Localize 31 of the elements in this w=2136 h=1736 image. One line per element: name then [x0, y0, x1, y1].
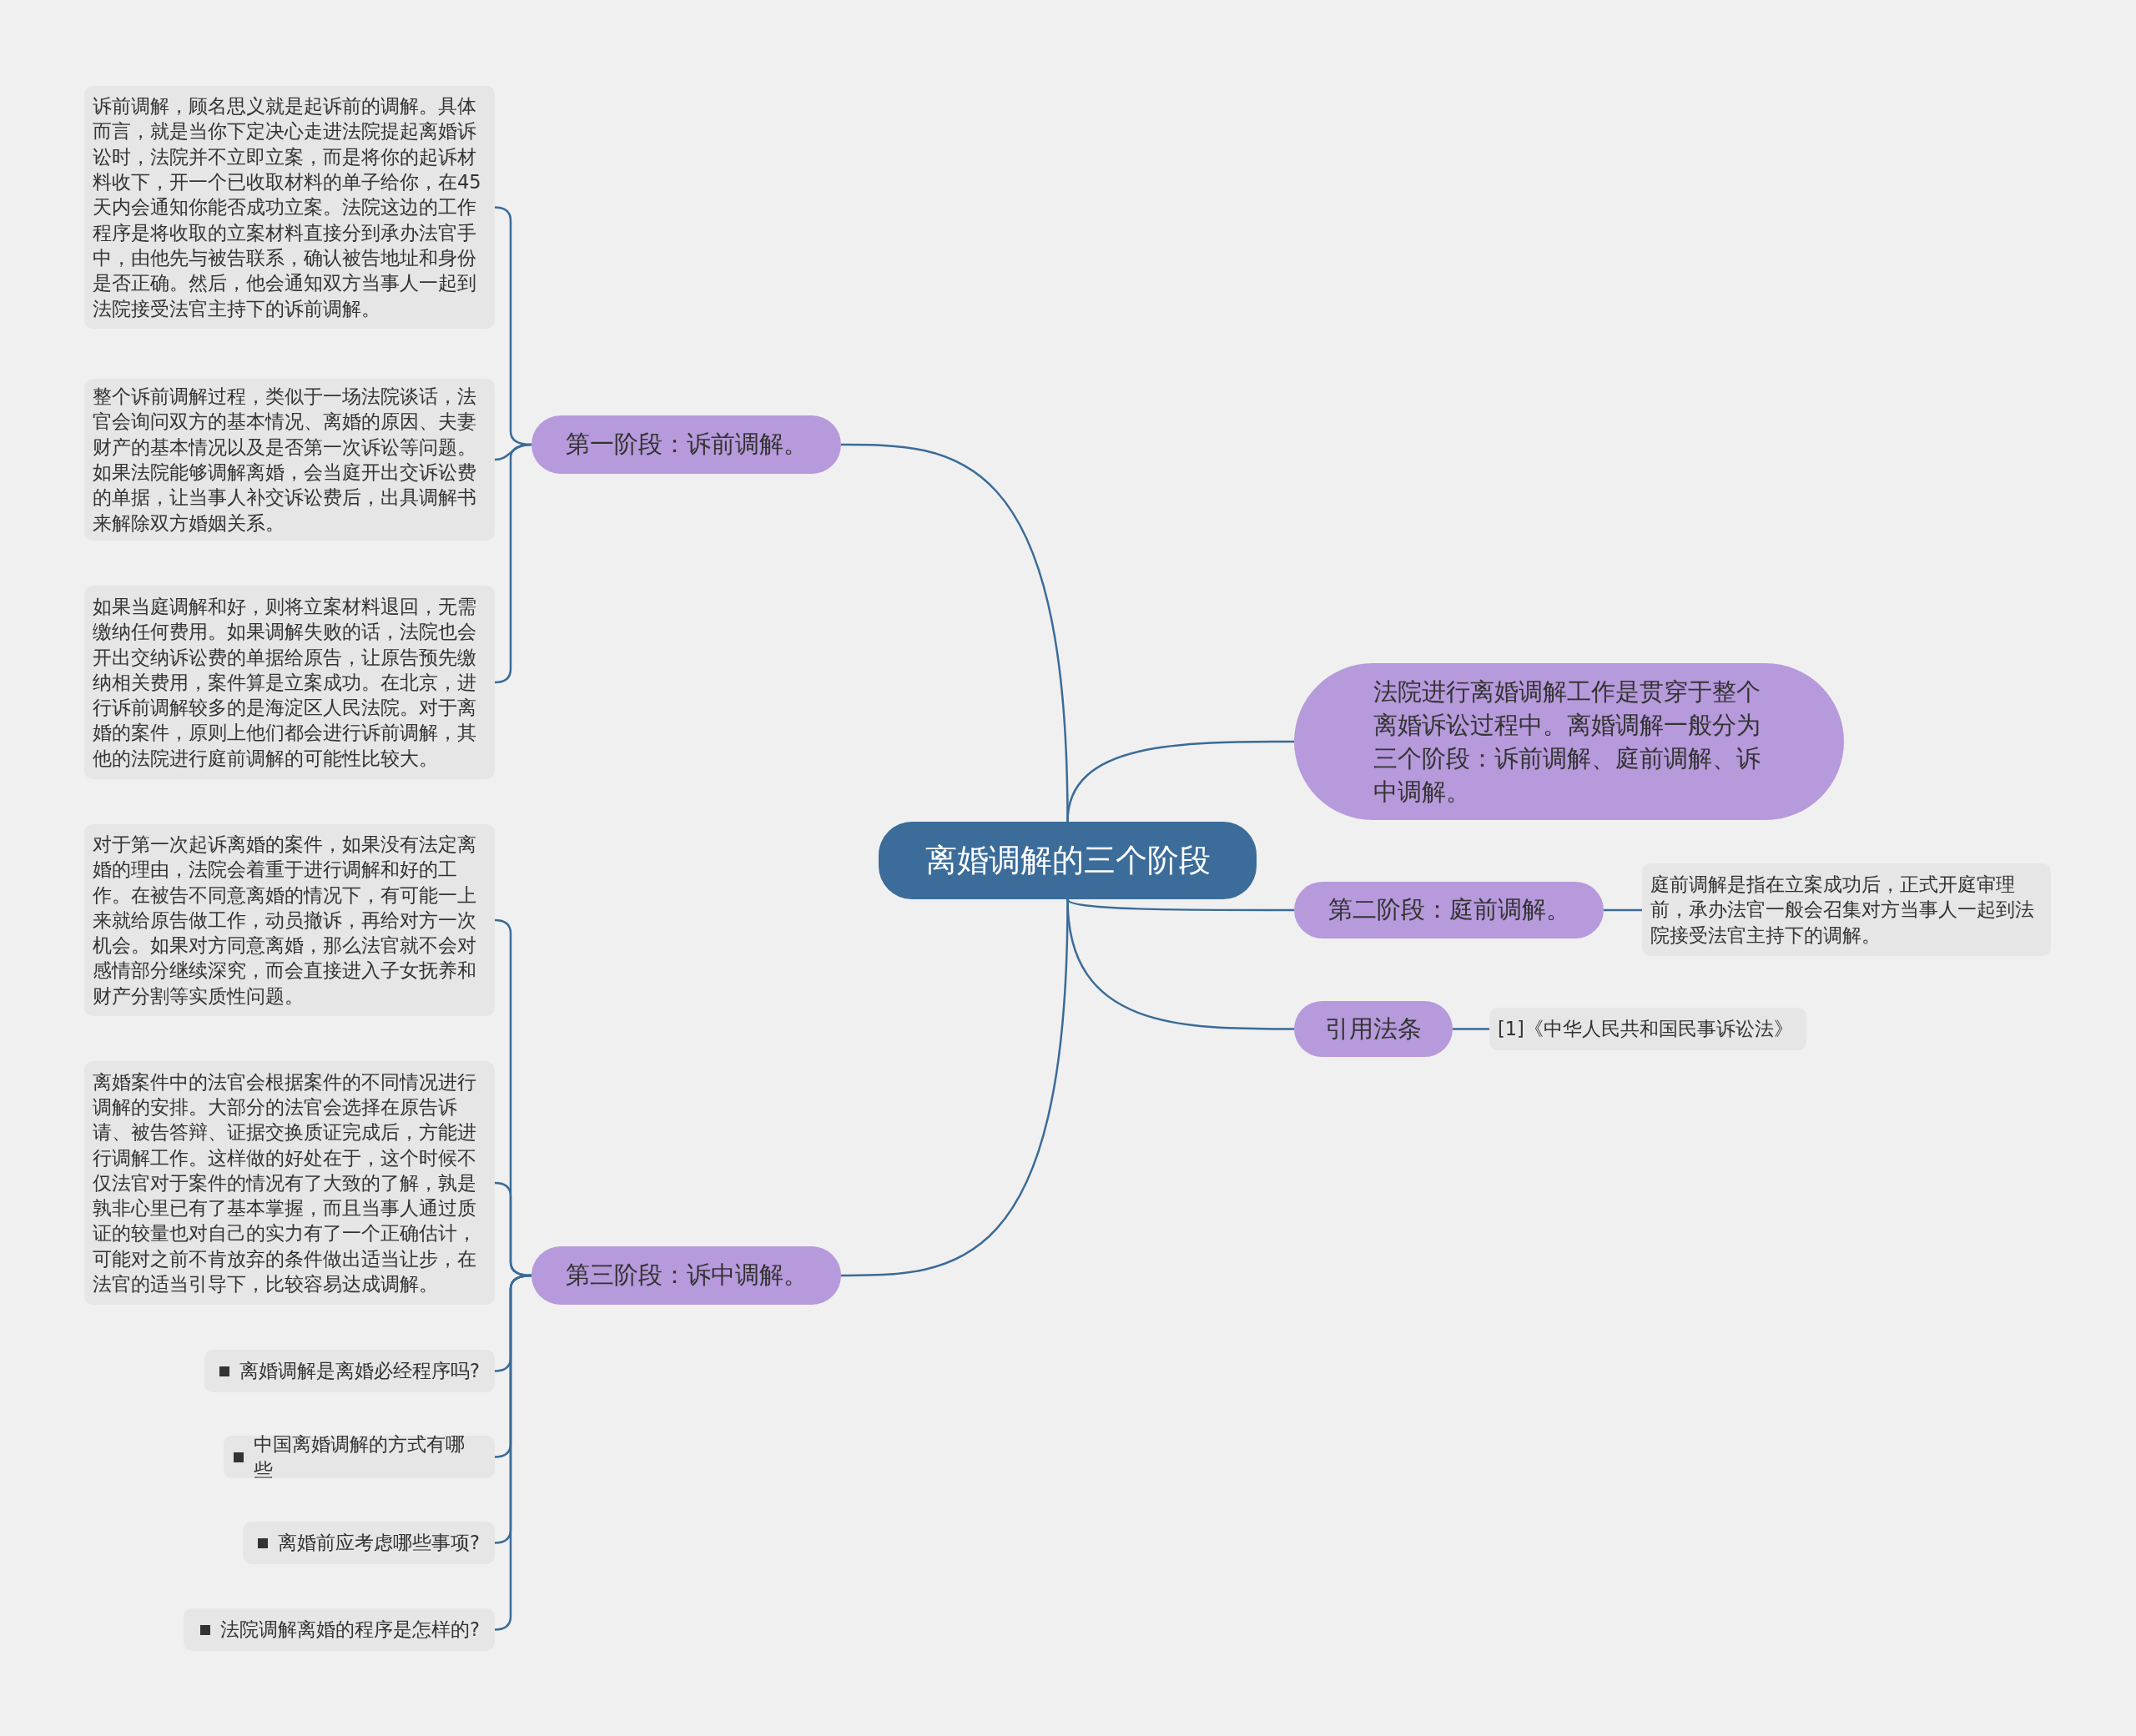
- item-text: 中国离婚调解的方式有哪些: [254, 1432, 466, 1482]
- connector-line: [1066, 898, 1294, 912]
- central-topic: [879, 822, 1257, 899]
- note-card: [1642, 863, 2051, 956]
- note-text: 对于第一次起诉离婚的案件，如果没有法定离婚的理由，法院会着重于进行调解和好的工作。在被告不同意离婚的情况下，有可能一上来就给原告做工作，动员撤诉，再给对方一次机会。如果对方同意离婚，那么法官就不会对感情部分继续深究，而会直接进入子女抚养和财产分割等实质性问题。: [93, 832, 477, 1009]
- topic-label: 引用法条: [1325, 1013, 1422, 1044]
- note-text: 离婚案件中的法官会根据案件的不同情况进行调解的安排。大部分的法官会选择在原告诉请、被告答辩、证据交换质证完成后，方能进行调解工作。这样做的好处在于，这个时候不仅法官对于案件的情况有了大致的了解，孰是孰非心里已有了基本掌握，而且当事人通过质证的较量也对自己的实力有了一个正确估计，可能对之前不肯放弃的条件做出适当让步，在法官的适当引导下，比较容易达成调解。: [93, 1069, 477, 1297]
- note-text: 庭前调解是指在立案成功后，正式开庭审理前，承办法官一般会召集对方当事人一起到法院接受法官主持下的调解。: [1650, 873, 2035, 948]
- connector-line: [494, 443, 532, 684]
- item-text: 法院调解离婚的程序是怎样的?: [220, 1618, 480, 1642]
- note-text: 如果当庭调解和好，则将立案材料退回，无需缴纳任何费用。如果调解失败的话，法院也会开出交纳诉讼费的单据给原告，让原告预先缴纳相关费用，案件算是立案成功。在北京，进行诉前调解较多的是海淀区人民法院。对于离婚的案件，原则上他们都会进行诉前调解，其他的法院进行庭前调解的可能性比较大。: [93, 594, 477, 771]
- note-text: 诉前调解，顾名思义就是起诉前的调解。具体而言，就是当你下定决心走进法院提起离婚诉讼时，法院并不立即立案，而是将你的起诉材料收下，开一个已收取材料的单子给你，在45天内会通知你能否成功立案。法院这边的工作程序是将收取的立案材料直接分到承办法官手中，由他先与被告联系，确认被告地址和身份是否正确。然后，他会通知双方当事人一起到法院接受法官主持下的诉前调解。: [93, 94, 482, 321]
- connector-line: [841, 898, 1069, 1277]
- item-text: 离婚调解是离婚必经程序吗?: [239, 1359, 480, 1383]
- connector-line: [1604, 908, 1642, 912]
- list-item-card: [204, 1350, 495, 1392]
- connector-line: [1453, 1028, 1489, 1030]
- topic-text: 法院进行离婚调解工作是贯穿于整个离婚诉讼过程中。离婚调解一般分为三个阶段：诉前调解、庭前调解、诉中调解。: [1373, 677, 1761, 808]
- list-item-card: [184, 1608, 495, 1651]
- note-text: 整个诉前调解过程，类似于一场法院谈话，法官会询问双方的基本情况、离婚的原因、夫妻财产的基本情况以及是否第一次诉讼等问题。如果法院能够调解离婚，会当庭开出交诉讼费的单据，让当事人补交诉讼费后，出具调解书来解除双方婚姻关系。: [93, 385, 477, 536]
- list-item-card: [243, 1522, 495, 1564]
- topic-label: 第二阶段：庭前调解。: [1327, 894, 1570, 925]
- note-card: [1489, 1008, 1806, 1050]
- note-text: [1]《中华人民共和国民事诉讼法》: [1498, 1017, 1793, 1042]
- connector-line: [1066, 740, 1294, 823]
- item-text: 离婚前应考虑哪些事项?: [278, 1531, 480, 1555]
- connector-line: [494, 1274, 532, 1631]
- list-item-card: [224, 1436, 495, 1478]
- topic-title: 离婚调解的三个阶段: [924, 841, 1211, 880]
- topic-label: 第三阶段：诉中调解。: [565, 1260, 808, 1291]
- topic-label: 第一阶段：诉前调解。: [565, 429, 808, 460]
